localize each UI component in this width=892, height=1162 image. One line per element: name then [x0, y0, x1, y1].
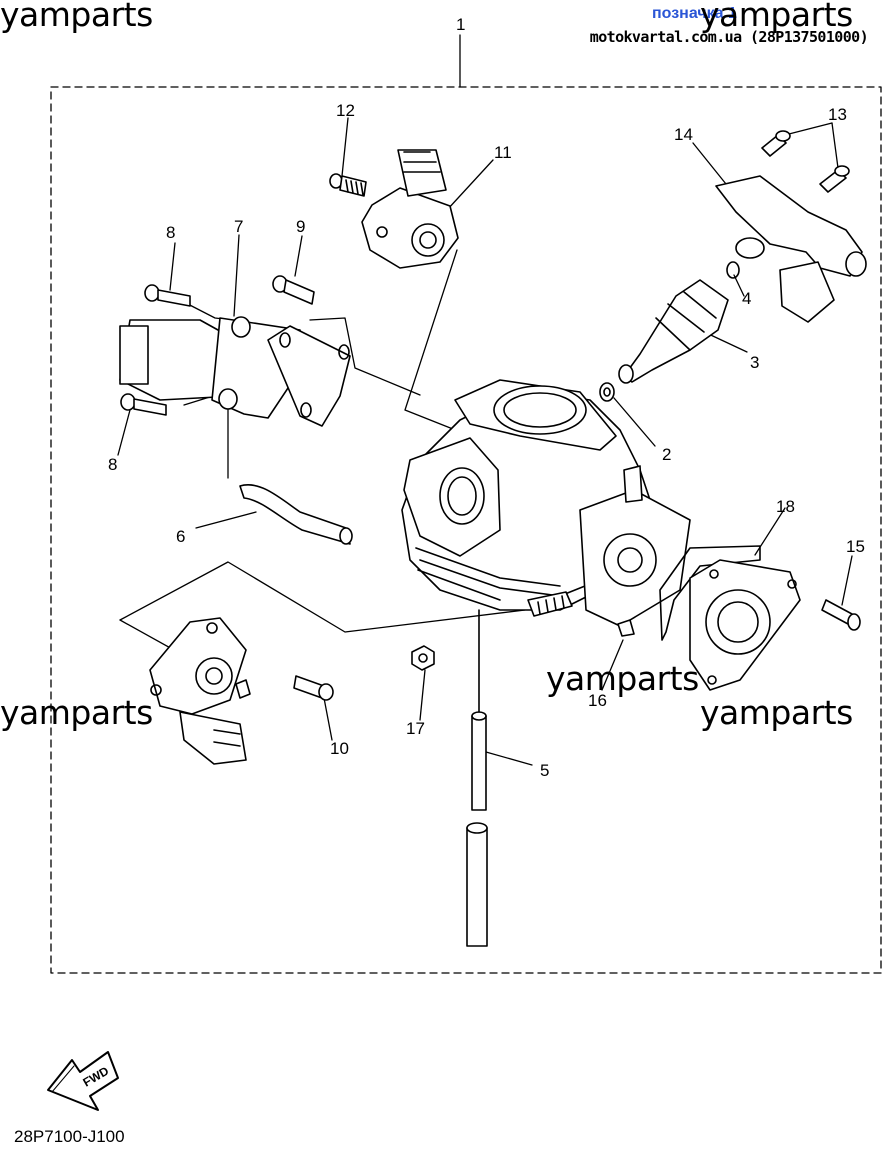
callout-16: 16 — [588, 691, 607, 710]
pipe-5 — [466, 609, 488, 947]
bolt-12 — [329, 173, 367, 197]
callout-5: 5 — [540, 761, 549, 780]
assembly-border — [50, 86, 882, 974]
sensor-10 — [149, 617, 251, 765]
callout-11: 11 — [494, 143, 512, 162]
callout-4: 4 — [742, 289, 751, 308]
washer-2 — [599, 382, 615, 402]
callout-15: 15 — [846, 537, 865, 556]
sensor-bracket-7 — [119, 316, 351, 427]
callout-12: 12 — [336, 101, 355, 120]
watermark: yamparts — [700, 0, 853, 34]
callout-9: 9 — [296, 217, 305, 236]
marker-link[interactable]: позначка 1 — [652, 5, 737, 22]
bolt-8-upper — [144, 284, 191, 307]
cover — [689, 559, 801, 691]
watermark: yamparts — [546, 659, 699, 698]
watermark: yamparts — [700, 693, 853, 732]
callout-10: 10 — [330, 739, 349, 758]
callout-3: 3 — [750, 353, 759, 372]
callout-14: 14 — [674, 125, 693, 144]
callout-7: 7 — [234, 217, 243, 236]
callout-6: 6 — [176, 527, 185, 546]
site-reference: motokvartal.com.ua (28P137501000) — [589, 28, 869, 46]
diagram-code: 28P7100-J100 — [14, 1127, 125, 1146]
callout-1: 1 — [456, 15, 465, 34]
hose-6 — [239, 484, 353, 545]
o-ring-4 — [726, 261, 740, 279]
callout-17: 17 — [406, 719, 425, 738]
bolt-8-lower — [120, 393, 167, 416]
screw-10 — [293, 675, 334, 701]
nut-16 — [617, 619, 635, 637]
callout-8: 8 — [166, 223, 175, 242]
bracket-14 — [715, 175, 867, 323]
gasket-18 — [659, 545, 761, 641]
fwd-arrow-icon: FWD — [47, 1051, 119, 1111]
throttle-body-1 — [401, 379, 691, 627]
screw-9 — [272, 275, 315, 305]
injector-3 — [618, 279, 729, 384]
callout-18: 18 — [776, 497, 795, 516]
throttle-position-sensor-11 — [361, 149, 459, 269]
watermark: yamparts — [0, 0, 153, 34]
callout-13: 13 — [828, 105, 847, 124]
bolt-15 — [821, 599, 861, 631]
callout-2: 2 — [662, 445, 671, 464]
screws-13 — [761, 130, 850, 193]
nut-17 — [411, 645, 435, 671]
watermark: yamparts — [0, 693, 153, 732]
callout-8: 8 — [108, 455, 117, 474]
